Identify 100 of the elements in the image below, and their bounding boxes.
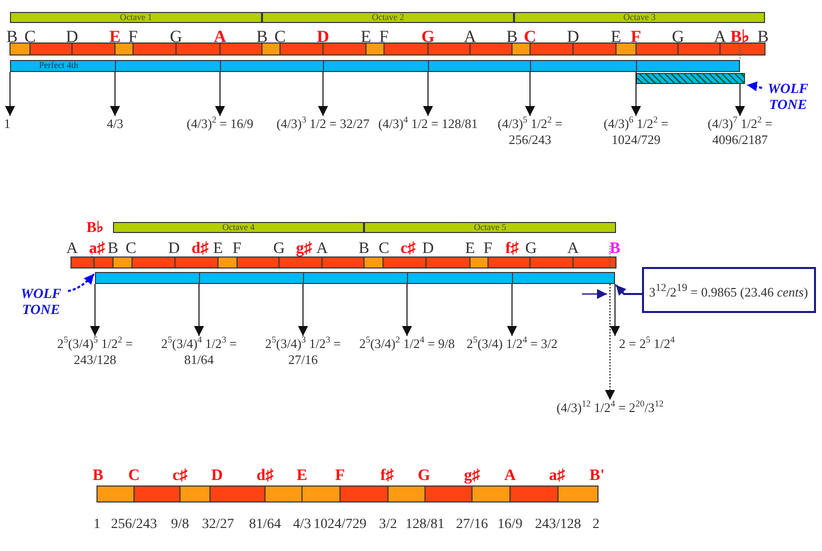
note-letter: d♯ [256,468,274,484]
note-letter: A [66,241,78,257]
arrow [631,72,641,116]
formula: (4/3)$^{7}$ 1/2$^{2}$ = 4096/2187 [690,116,790,148]
octave-band [514,12,765,23]
note-letter: G [672,28,684,45]
note-letter: D [168,241,180,257]
octave-band [113,222,364,233]
note-letter: F [232,241,242,257]
note-letter: E [109,28,121,45]
formula: 2$^{5}$(3/4)$^{2}$ 1/2$^{4}$ = 9/8 [357,336,457,352]
note-letter: B♭ [86,221,104,236]
interval-bar [95,272,615,284]
interval-bar [10,60,740,72]
ratio: 2 [592,518,600,532]
note-letter: B [506,28,518,45]
note-letter: G [525,241,537,257]
ratio: 3/2 [379,518,397,532]
formula: 4/3 [65,116,165,132]
arrow [423,72,433,116]
note-letter: G [170,28,182,45]
octave-band [262,12,514,23]
note-letter: C [24,28,36,45]
note-letter: a♯ [549,468,565,484]
note-letter: c♯ [400,241,416,257]
formula: 1 [4,116,18,132]
note-letter: B [256,28,268,45]
note-letter: D [316,28,330,45]
note-letter: F [484,241,492,257]
octave-band [10,12,262,23]
arrow [610,284,620,336]
note-letter: c♯ [172,468,188,484]
arrow [615,284,642,296]
formula: (4/3)$^{4}$ 1/2 = 128/81 [378,116,478,132]
band-label: Octave 4 [222,223,255,232]
ratio: 16/9 [498,518,522,532]
note-letter: B [610,241,620,257]
arrow [605,284,615,400]
ratio: 4/3 [293,518,311,532]
formula: 2$^{5}$(3/4)$^{5}$ 1/2$^{2}$ = 243/128 [45,336,145,368]
ratio: 1024/729 [314,518,366,532]
annotation-box [642,267,816,313]
arrow [525,72,535,116]
note-letter: F [630,28,642,45]
note-letter: a♯ [89,241,105,257]
arrow [298,284,308,336]
arrow [735,84,745,116]
note-letter: g♯ [464,468,480,484]
formula: (4/3)$^{12}$ 1/2$^{4}$ = 2$^{20}$/3$^{12}$ [545,400,675,416]
note-letter: C [274,28,286,45]
note-letter: B [108,241,118,257]
arrow [402,284,412,336]
note-letter: A [504,468,516,484]
formula: (4/3)$^{6}$ 1/2$^{2}$ = 1024/729 [586,116,686,148]
band-label: Octave 1 [120,13,152,22]
hatched-bar [636,73,745,84]
note-letter: A [214,28,226,45]
ratio: 1 [94,518,100,532]
note-letter: F [335,468,345,484]
note-letter: A [714,28,726,45]
note-letter: C [378,241,390,257]
note-letter: D [422,241,434,257]
arrow [215,72,225,116]
ratio: 9/8 [171,518,189,532]
note-letter: D [211,468,223,484]
ratio: 27/16 [456,518,488,532]
formula: 2$^{5}$(3/4)$^{4}$ 1/2$^{3}$ = 81/64 [149,336,249,368]
arrow [318,72,328,116]
note-letter: B [6,28,18,45]
band-label: Octave 5 [474,223,506,232]
note-letter: D [66,28,78,45]
note-letter: B [757,28,769,45]
arrow [110,72,120,116]
note-letter: B' [589,468,605,484]
note-letter: C [128,468,140,484]
formula: (4/3)$^{5}$ 1/2$^{2}$ = 256/243 [480,116,580,148]
arrow [507,284,517,336]
note-letter: F [379,28,389,45]
ratio: 256/243 [111,518,157,532]
note-letter: E [465,241,475,257]
ratio: 128/81 [406,518,444,532]
note-letter: f♯ [505,241,519,257]
note-letter: A [567,241,579,257]
note-letter: C [126,241,136,257]
band-label: Octave 2 [372,13,404,22]
note-letter: E [213,241,223,257]
arrow [5,72,15,116]
formula: 2$^{5}$(3/4) 1/2$^{4}$ = 3/2 [462,336,562,352]
note-letter: F [128,28,138,45]
arrow [194,284,204,336]
ratio: 81/64 [249,518,281,532]
note-letter: d♯ [192,241,208,257]
note-letter: A [316,241,328,257]
note-letter: E [610,28,622,45]
formula: 2 = 2$^{5}$ 1/2$^{4}$ [619,336,691,352]
note-letter: G [273,241,285,257]
octave-band [364,222,616,233]
note-letter: B [92,468,104,484]
formula: 3$^{12}$/2$^{19}$ = 0.9865 (23.46 cents) [649,282,808,300]
note-letter: D [566,28,580,45]
